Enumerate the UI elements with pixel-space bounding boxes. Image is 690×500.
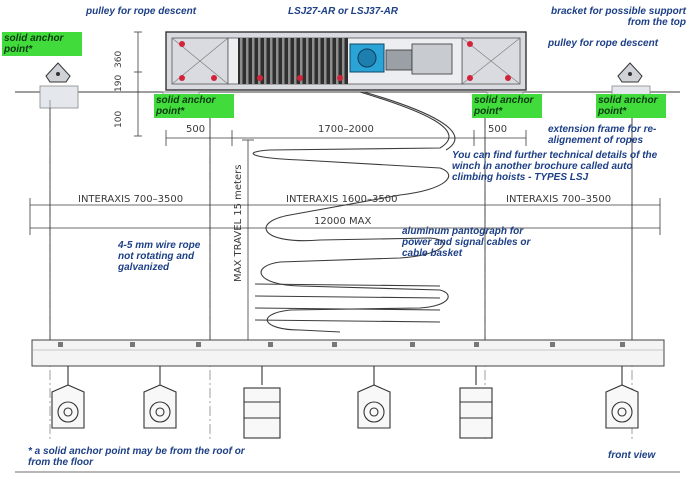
- label-pantograph: aluminum pantograph for power and signal…: [402, 226, 531, 259]
- dim-500-right: 500: [488, 124, 508, 135]
- label-bracket: bracket for possible support from the to…: [550, 6, 686, 28]
- dim-interaxis-left: INTERAXIS 700–3500: [78, 194, 184, 205]
- top-dimension-lines: [165, 130, 527, 146]
- spotlight-1: [51, 366, 85, 429]
- anchor-label-4: solid anchor point*: [596, 94, 666, 118]
- spotlight-2: [143, 366, 177, 429]
- dim-190: 190: [114, 74, 124, 92]
- dim-max-travel: MAX TRAVEL 15 meters: [233, 164, 244, 282]
- dim-500-left: 500: [186, 124, 206, 135]
- spotlights: [51, 366, 639, 439]
- anchor-label-3: solid anchor point*: [472, 94, 542, 118]
- spotlight-6: [605, 366, 639, 429]
- anchor-label-2: solid anchor point*: [154, 94, 234, 118]
- dim-interaxis-right: INTERAXIS 700–3500: [506, 194, 612, 205]
- wire-ropes: [49, 108, 633, 340]
- dim-1700-2000: 1700–2000: [318, 124, 374, 135]
- vertical-dimensions: [134, 31, 142, 137]
- spotlight-4: [357, 366, 391, 429]
- dim-interaxis-mid: INTERAXIS 1600–3500: [286, 194, 398, 205]
- anchor-label-1: solid anchor point*: [2, 32, 82, 56]
- label-extension-frame: extension frame for re-alignement of rop…: [548, 124, 657, 146]
- left-anchor-bracket: [39, 62, 79, 109]
- label-front-view: front view: [608, 450, 656, 461]
- dim-100: 100: [114, 110, 124, 128]
- dim-12000-max: 12000 MAX: [314, 216, 372, 227]
- pantograph-cable: [252, 91, 456, 333]
- frame-pulleys: [179, 41, 511, 81]
- label-model: LSJ27-AR or LSJ37-AR: [288, 6, 399, 17]
- dim-360: 360: [114, 50, 124, 68]
- label-wire-rope: 4-5 mm wire rope not rotating and galvan…: [118, 240, 201, 273]
- label-footnote: * a solid anchor point may be from the r…: [28, 446, 245, 468]
- lighting-truss: [31, 339, 665, 367]
- label-technical-details: You can find further technical details o…: [452, 150, 658, 183]
- label-pulley-left: pulley for rope descent: [86, 6, 197, 17]
- label-pulley-right: pulley for rope descent: [548, 38, 659, 49]
- rope-drum: [238, 38, 348, 84]
- spotlight-3: [243, 366, 281, 439]
- winch-motor: [349, 43, 453, 75]
- spotlight-5: [459, 366, 493, 439]
